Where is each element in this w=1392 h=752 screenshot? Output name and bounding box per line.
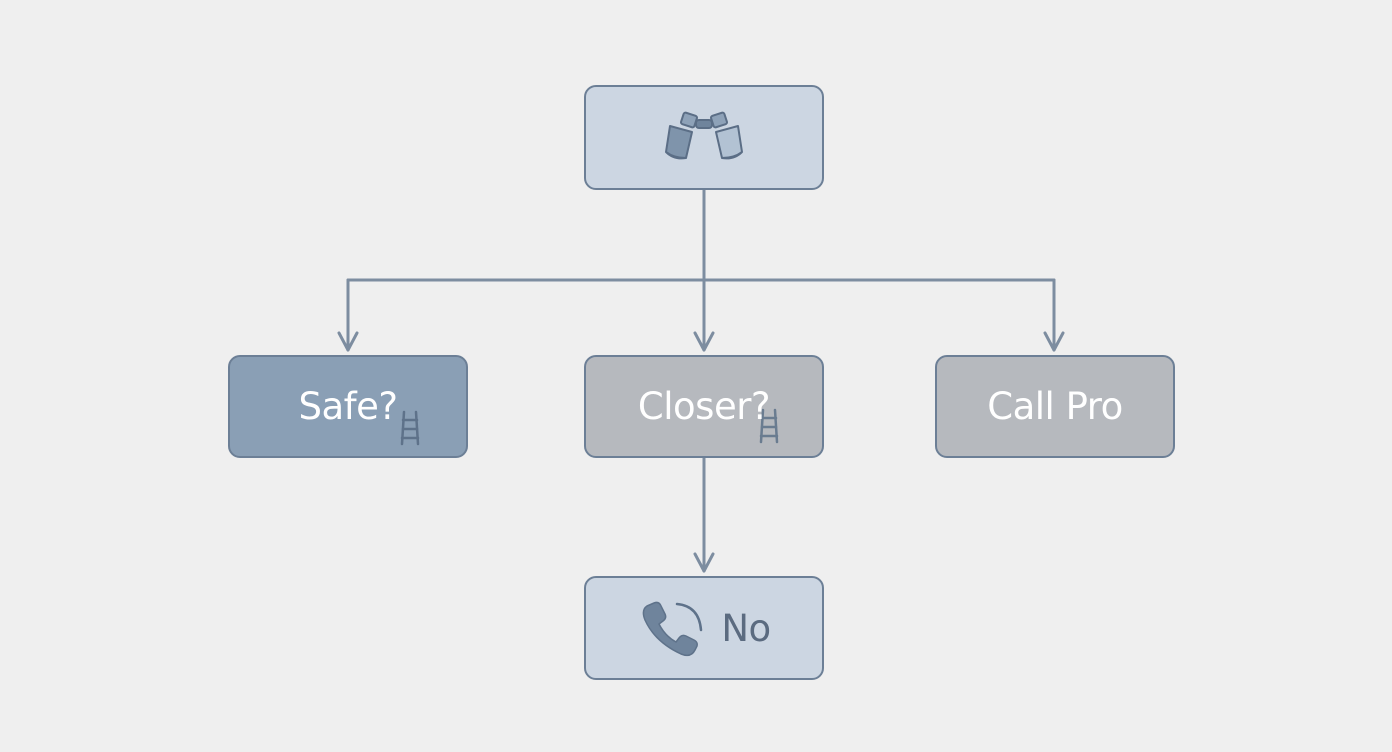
start-node — [584, 85, 824, 190]
ladder-icon — [400, 410, 420, 446]
closer-node: Closer? — [584, 355, 824, 458]
arrowhead-safe — [337, 331, 359, 352]
closer-label: Closer? — [637, 385, 771, 428]
call-pro-node: Call Pro — [935, 355, 1175, 458]
phone-icon — [642, 601, 703, 657]
arrowhead-no — [693, 552, 715, 573]
safe-label: Safe? — [298, 385, 398, 428]
safe-node: Safe? — [228, 355, 468, 458]
no-node: No — [584, 576, 824, 680]
ladder-icon — [759, 408, 779, 444]
binoculars-icon — [665, 111, 743, 159]
call-pro-label: Call Pro — [987, 385, 1123, 428]
arrowhead-closer — [693, 331, 715, 352]
arrowhead-callpro — [1043, 331, 1065, 352]
no-label: No — [721, 606, 771, 650]
